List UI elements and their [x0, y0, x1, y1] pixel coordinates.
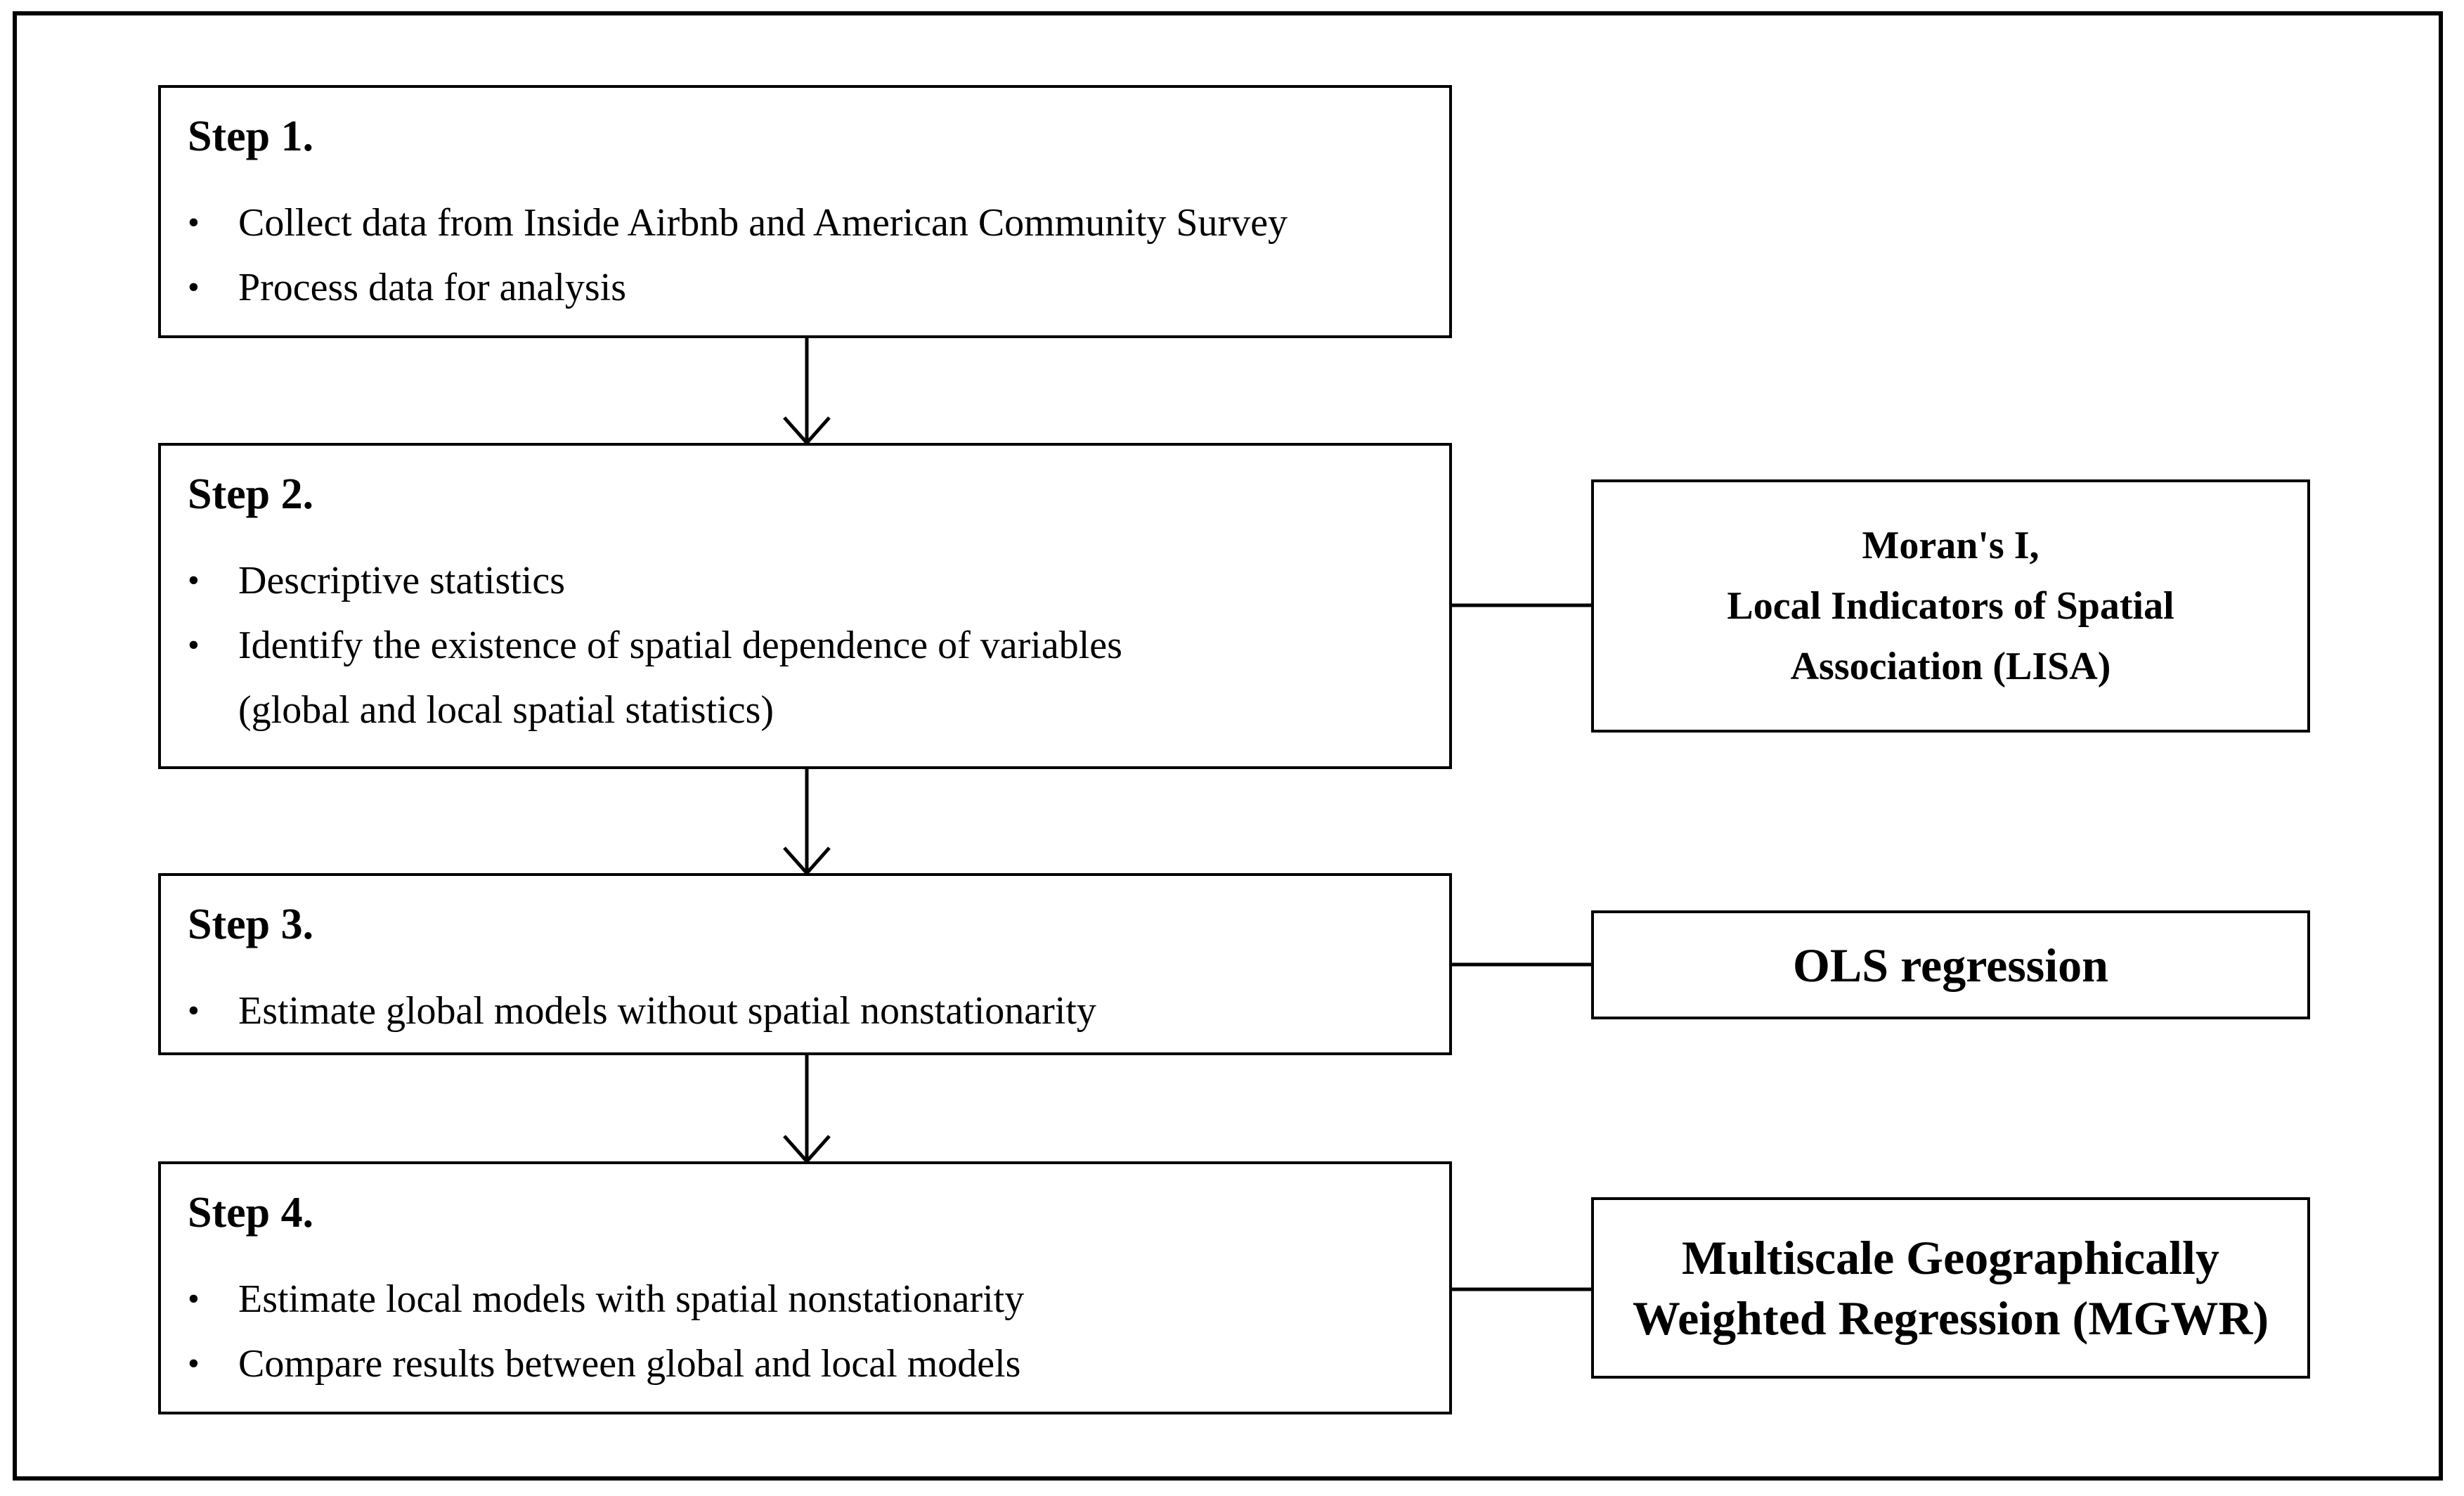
step-3-box: Step 3. Estimate global models without s…: [158, 873, 1452, 1055]
step-3-bullets: Estimate global models without spatial n…: [161, 979, 1435, 1043]
step-4-bullet-1: Estimate local models with spatial nonst…: [161, 1267, 1435, 1331]
step-4-box: Step 4. Estimate local models with spati…: [158, 1161, 1452, 1414]
method-box-ols: OLS regression: [1591, 910, 2310, 1019]
method-lisa-label: Moran's I, Local Indicators of Spatial A…: [1727, 524, 2174, 688]
method-box-mgwr: Multiscale Geographically Weighted Regre…: [1591, 1197, 2310, 1379]
step-4-bullet-2: Compare results between global and local…: [161, 1331, 1435, 1396]
step-4-title: Step 4.: [188, 1189, 314, 1237]
step-3-title: Step 3.: [188, 901, 314, 948]
step-2-bullets: Descriptive statistics Identify the exis…: [161, 548, 1435, 742]
step-1-bullet-2: Process data for analysis: [161, 255, 1435, 320]
figure-frame: [13, 11, 2443, 1481]
step-2-bullet-1: Descriptive statistics: [161, 548, 1435, 613]
method-ols-label: OLS regression: [1793, 938, 2108, 992]
step-1-bullets: Collect data from Inside Airbnb and Amer…: [161, 191, 1435, 320]
step-2-bullet-2: Identify the existence of spatial depend…: [161, 613, 1435, 742]
step-3-bullet-1: Estimate global models without spatial n…: [161, 979, 1435, 1043]
method-box-lisa: Moran's I, Local Indicators of Spatial A…: [1591, 479, 2310, 733]
step-2-box: Step 2. Descriptive statistics Identify …: [158, 443, 1452, 769]
step-1-bullet-1: Collect data from Inside Airbnb and Amer…: [161, 191, 1435, 255]
step-2-title: Step 2.: [188, 470, 314, 518]
step-1-box: Step 1. Collect data from Inside Airbnb …: [158, 85, 1452, 338]
method-mgwr-label: Multiscale Geographically Weighted Regre…: [1632, 1231, 2269, 1345]
step-4-bullets: Estimate local models with spatial nonst…: [161, 1267, 1435, 1396]
step-1-title: Step 1.: [188, 112, 314, 160]
